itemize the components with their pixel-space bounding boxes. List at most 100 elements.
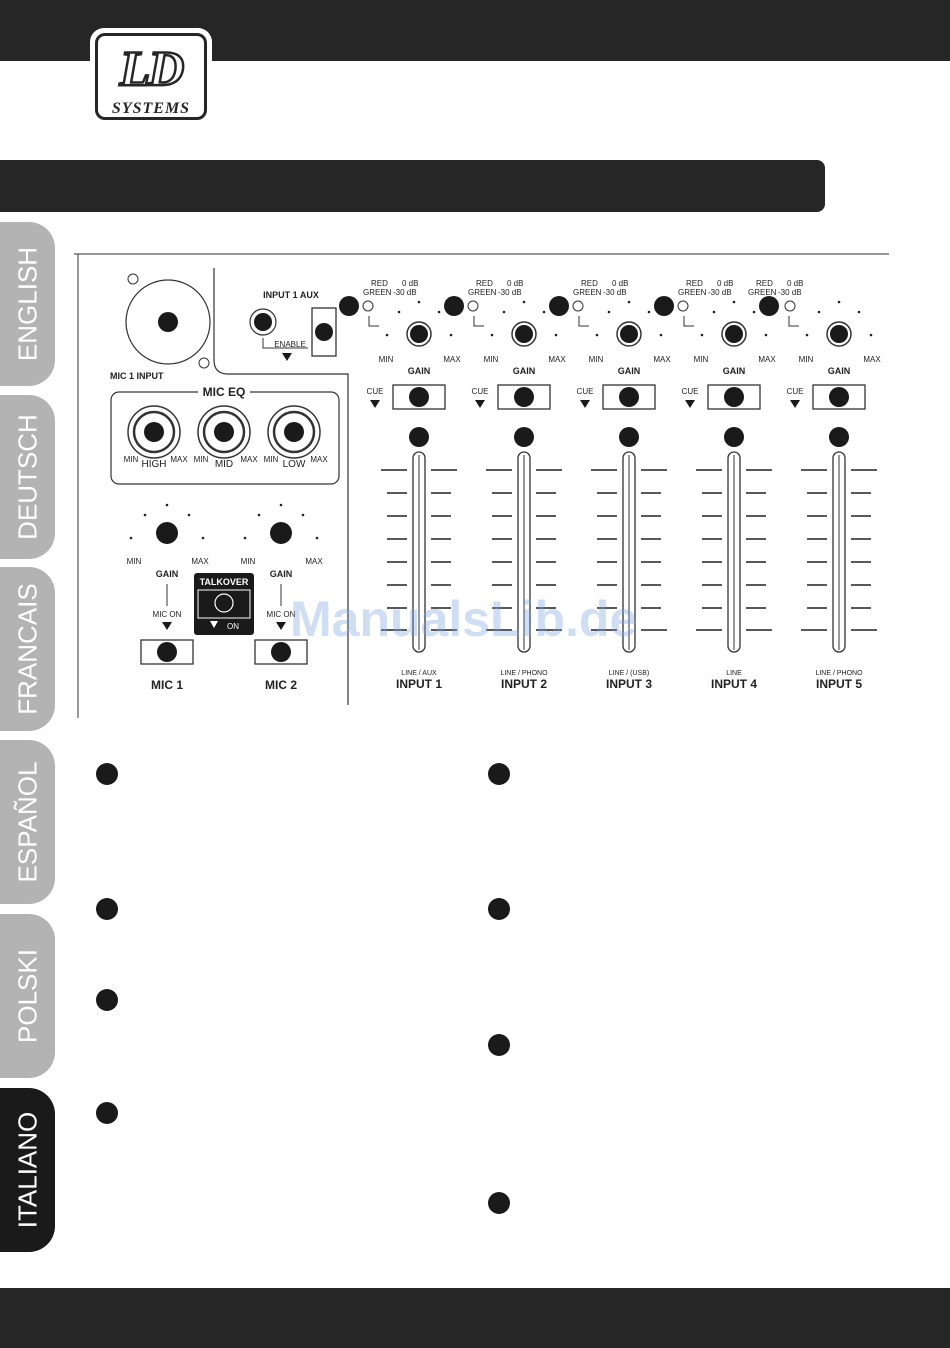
eq-band-label: HIGH [142, 459, 167, 470]
eq-knob-inner [132, 410, 176, 454]
gain-dot [279, 503, 283, 507]
channel-sub-label: LINE [726, 670, 742, 677]
bottom-bar [0, 1288, 950, 1348]
gain-max-label: MAX [305, 557, 323, 566]
meter-callout [549, 296, 569, 316]
language-tab-label: DEUTSCH [12, 414, 42, 540]
channel-gain-knob [830, 325, 848, 343]
meter-red-label: RED [581, 279, 598, 288]
channel-gain-ring [826, 321, 852, 347]
channel-name-label: INPUT 4 [711, 677, 757, 691]
language-tab-0[interactable]: ENGLISH [0, 222, 55, 386]
channel-gain-label: GAIN [618, 366, 641, 376]
mic1-input-label: MIC 1 INPUT [110, 371, 164, 381]
aux-title: INPUT 1 AUX [263, 290, 319, 300]
gain-dot [595, 333, 599, 337]
channel-gain-ring [616, 321, 642, 347]
jack-screw [127, 273, 139, 285]
gain-dot [437, 310, 441, 314]
mic-gain-knob [156, 522, 178, 544]
channel-gain-min: MIN [484, 355, 499, 364]
meter-30db-label: -30 dB [708, 288, 732, 297]
channel-gain-max: MAX [548, 355, 566, 364]
channel-gain-max: MAX [758, 355, 776, 364]
meter-0db-label: 0 dB [402, 279, 418, 288]
channel-sub-label: LINE / (USB) [609, 670, 649, 677]
mic1-label: MIC 1 [151, 678, 183, 692]
eq-knob-inner [202, 410, 246, 454]
gain-dot [165, 503, 169, 507]
gain-dot [187, 513, 191, 517]
channel-sub-label: LINE / PHONO [815, 670, 863, 677]
callout-bullet [488, 1034, 510, 1056]
talkover-led [214, 593, 234, 613]
meter-bracket [683, 316, 694, 327]
eq-band-label: LOW [283, 459, 306, 470]
language-tab-3[interactable]: ESPAÑOL [0, 740, 55, 904]
aux-knob-callout [254, 313, 272, 331]
eq-knob-callout [144, 422, 164, 442]
meter-0db-label: 0 dB [787, 279, 803, 288]
callout-bullet [96, 763, 118, 785]
meter-led [784, 300, 796, 312]
eq-title-bg [198, 384, 250, 398]
gain-dot [732, 300, 736, 304]
gain-dot [315, 536, 319, 540]
gain-dot [522, 300, 526, 304]
meter-led [467, 300, 479, 312]
meter-red-label: RED [756, 279, 773, 288]
aux-enable-label: ENABLE [274, 340, 306, 349]
cue-arrow [790, 400, 800, 408]
cue-label: CUE [787, 387, 804, 396]
cue-arrow [370, 400, 380, 408]
channel-gain-label: GAIN [408, 366, 431, 376]
gain-dot [607, 310, 611, 314]
language-tab-1[interactable]: DEUTSCH [0, 395, 55, 559]
channel-gain-min: MIN [589, 355, 604, 364]
cue-label: CUE [367, 387, 384, 396]
eq-max-label: MAX [170, 455, 188, 464]
watermark: ManualsLib.de [290, 591, 638, 647]
gain-dot [397, 310, 401, 314]
gain-dot [257, 513, 261, 517]
callout-bullet [96, 989, 118, 1011]
language-tab-label: ESPAÑOL [12, 761, 42, 883]
mic-on-label: MIC ON [153, 610, 182, 619]
channel-gain-min: MIN [799, 355, 814, 364]
cue-callout [514, 387, 534, 407]
language-tab-label: FRANCAIS [12, 583, 42, 715]
gain-dot [764, 333, 768, 337]
talkover-label: TALKOVER [200, 577, 249, 587]
talkover-panel [194, 573, 254, 635]
channel-gain-min: MIN [694, 355, 709, 364]
cue-arrow [475, 400, 485, 408]
eq-min-label: MIN [194, 455, 209, 464]
channel-gain-label: GAIN [828, 366, 851, 376]
meter-led [362, 300, 374, 312]
ld-systems-logo: LD SYSTEMS [90, 28, 212, 125]
logo-ld-text: LD [118, 39, 185, 98]
mic-on-arrow [162, 622, 172, 630]
gain-dot [647, 310, 651, 314]
mic-gain-knob [270, 522, 292, 544]
eq-knob-callout [214, 422, 234, 442]
callout-bullet [488, 763, 510, 785]
gain-dot [712, 310, 716, 314]
eq-max-label: MAX [310, 455, 328, 464]
mic2-label: MIC 2 [265, 678, 297, 692]
meter-green-label: GREEN [573, 288, 602, 297]
language-tab-4[interactable]: POLSKI [0, 914, 55, 1078]
channel-gain-min: MIN [379, 355, 394, 364]
channel-gain-max: MAX [443, 355, 461, 364]
gain-label: GAIN [156, 569, 179, 579]
eq-knob-ring [127, 405, 181, 459]
channel-gain-ring [511, 321, 537, 347]
language-tab-2[interactable]: FRANCAIS [0, 567, 55, 731]
gain-dot [627, 300, 631, 304]
channel-gain-ring [406, 321, 432, 347]
mic1-jack-callout [158, 312, 178, 332]
language-tab-5[interactable]: ITALIANO [0, 1088, 55, 1252]
gain-dot [554, 333, 558, 337]
mic-on-callout [157, 642, 177, 662]
